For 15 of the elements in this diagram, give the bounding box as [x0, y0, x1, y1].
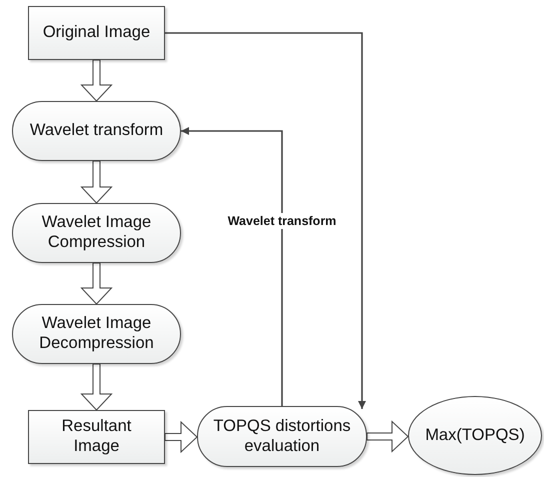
rounded-process-box: Wavelet transform — [12, 101, 181, 161]
block-arrow — [164, 420, 198, 454]
process-box: Original Image — [28, 6, 165, 60]
rounded-process-box: Wavelet Image Decompression — [12, 304, 181, 364]
block-arrow — [80, 262, 113, 305]
arrow — [181, 127, 283, 406]
rounded-process-box: Wavelet Image Compression — [12, 203, 181, 263]
block-arrow — [80, 60, 113, 102]
result-ellipse: Max(TOPQS) — [408, 396, 542, 475]
block-arrow — [80, 160, 113, 204]
process-box: Resultant Image — [28, 410, 165, 464]
rounded-process-box: TOPQS distortions evaluation — [197, 406, 367, 467]
arrow — [165, 32, 366, 409]
block-arrow — [80, 364, 113, 411]
block-arrow — [366, 420, 409, 453]
